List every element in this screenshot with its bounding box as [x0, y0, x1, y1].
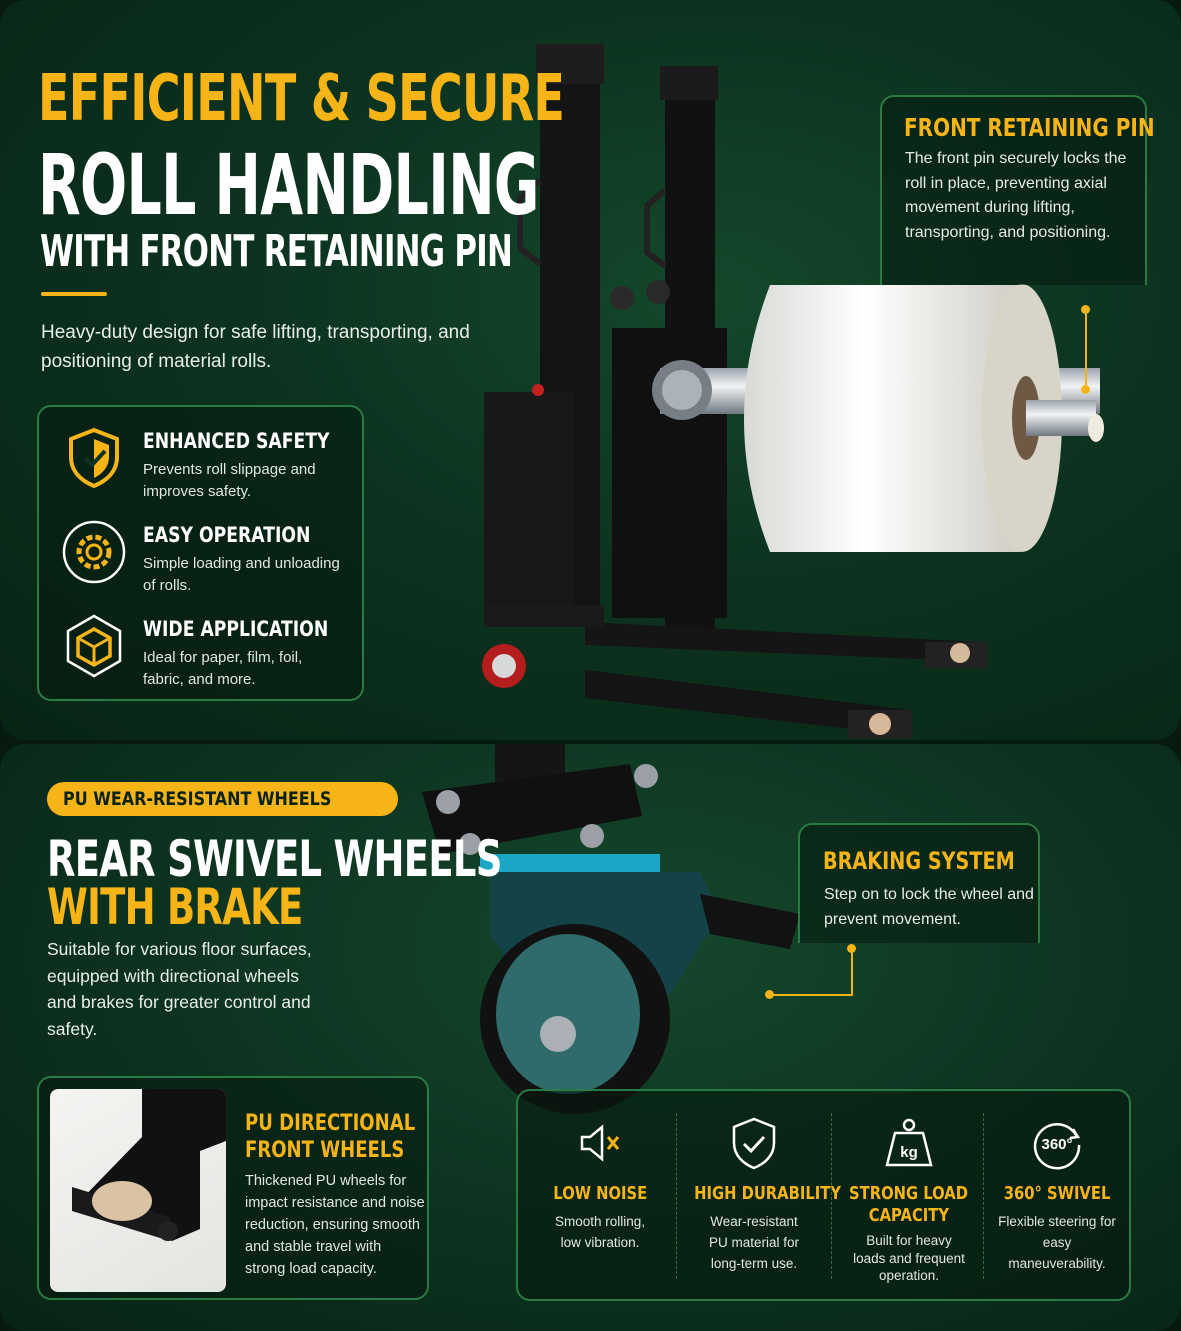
- spec-high-durability: HIGH DURABILITY Wear-resistant PU materi…: [678, 1091, 841, 1299]
- gear-icon: [62, 520, 126, 584]
- spec-title: STRONG LOAD: [849, 1183, 969, 1204]
- top-panel: EFFICIENT & SECURE ROLL HANDLING WITH FR…: [0, 0, 1181, 740]
- spec-title: 360° SWIVEL: [1003, 1183, 1111, 1204]
- brake-leader-line: [770, 994, 853, 996]
- headline-line-1: EFFICIENT & SECURE: [38, 62, 565, 136]
- spec-title: LOW NOISE: [553, 1183, 647, 1204]
- weight-icon: kg: [885, 1118, 933, 1167]
- wheels-headline-line-1: REAR SWIVEL WHEELS: [47, 830, 502, 888]
- leader-dot: [847, 944, 856, 953]
- feature-title: WIDE APPLICATION: [143, 617, 329, 641]
- wheels-headline-line-2: WITH BRAKE: [47, 878, 303, 936]
- roll-stacker-illustration: [482, 44, 1104, 738]
- spec-low-noise: LOW NOISE Smooth rolling, low vibration.: [524, 1091, 676, 1299]
- spec-strong-load-capacity: kg STRONG LOAD CAPACITY Built for heavy …: [833, 1091, 985, 1299]
- spec-description: Wear-resistant PU material for long-term…: [708, 1214, 800, 1271]
- headline-line-3: WITH FRONT RETAINING PIN: [40, 226, 513, 277]
- bottom-panel: PU WEAR-RESISTANT WHEELS REAR SWIVEL WHE…: [0, 744, 1181, 1331]
- front-retaining-pin-callout: FRONT RETAINING PIN The front pin secure…: [880, 95, 1155, 285]
- cube-icon: [66, 614, 122, 678]
- headline-divider: [41, 292, 107, 296]
- wheel-spec-list: LOW NOISE Smooth rolling, low vibration.…: [516, 1089, 1131, 1301]
- feature-list: ENHANCED SAFETY Prevents roll slippage a…: [37, 405, 364, 701]
- spec-title: CAPACITY: [868, 1205, 950, 1226]
- braking-system-callout: BRAKING SYSTEM Step on to lock the wheel…: [798, 823, 1040, 943]
- feature-wide-application: WIDE APPLICATION Ideal for paper, film, …: [61, 613, 351, 693]
- callout-title: FRONT RETAINING PIN: [904, 113, 1155, 142]
- spec-divider: [676, 1113, 677, 1279]
- feature-title: ENHANCED SAFETY: [143, 429, 330, 453]
- wheels-badge: PU WEAR-RESISTANT WHEELS: [47, 782, 399, 816]
- front-wheels-title: PU DIRECTIONAL FRONT WHEELS: [245, 1111, 416, 1163]
- weight-icon-label: kg: [900, 1144, 918, 1161]
- front-wheels-description: Thickened PU wheels for impact resistanc…: [245, 1173, 425, 1277]
- brake-leader-line: [851, 949, 853, 995]
- callout-description: The front pin securely locks the roll in…: [905, 150, 1127, 241]
- spec-description: Smooth rolling, low vibration.: [554, 1214, 646, 1250]
- spec-360-swivel: 360° 360° SWIVEL Flexible steering for e…: [985, 1091, 1129, 1299]
- shield-check-icon: [732, 1117, 776, 1170]
- top-intro-text: Heavy-duty design for safe lifting, tran…: [41, 322, 470, 372]
- feature-easy-operation: EASY OPERATION Simple loading and unload…: [61, 519, 351, 599]
- leader-dot: [765, 990, 774, 999]
- swivel-caster-illustration: [422, 744, 800, 1114]
- leader-dot: [1081, 385, 1090, 394]
- spec-title: HIGH DURABILITY: [694, 1183, 842, 1204]
- shield-icon: [69, 427, 119, 489]
- front-wheels-card: PU DIRECTIONAL FRONT WHEELS Thickened PU…: [37, 1076, 429, 1300]
- spec-description: Built for heavy loads and frequent opera…: [853, 1233, 965, 1283]
- front-wheel-illustration: [72, 1089, 226, 1241]
- rotate-icon-label: 360°: [1041, 1136, 1072, 1153]
- feature-enhanced-safety: ENHANCED SAFETY Prevents roll slippage a…: [61, 425, 351, 505]
- callout-title: BRAKING SYSTEM: [823, 847, 1015, 875]
- feature-description: Simple loading and unloading of rolls.: [143, 555, 340, 594]
- feature-title: EASY OPERATION: [143, 523, 311, 547]
- front-wheel-photo: [50, 1089, 226, 1292]
- pin-leader-line: [1085, 308, 1087, 390]
- spec-divider: [983, 1113, 984, 1279]
- callout-description: Step on to lock the wheel and prevent mo…: [824, 886, 1034, 928]
- feature-description: Prevents roll slippage and improves safe…: [143, 461, 316, 500]
- speaker-muted-icon: [580, 1124, 620, 1162]
- headline-line-2: ROLL HANDLING: [38, 136, 539, 234]
- feature-description: Ideal for paper, film, foil, fabric, and…: [143, 649, 303, 688]
- rotate-360-icon: 360°: [1033, 1123, 1081, 1170]
- spec-description: Flexible steering for easy maneuverabili…: [998, 1214, 1116, 1271]
- spec-divider: [831, 1113, 832, 1279]
- wheels-intro-text: Suitable for various floor surfaces, equ…: [47, 939, 312, 1039]
